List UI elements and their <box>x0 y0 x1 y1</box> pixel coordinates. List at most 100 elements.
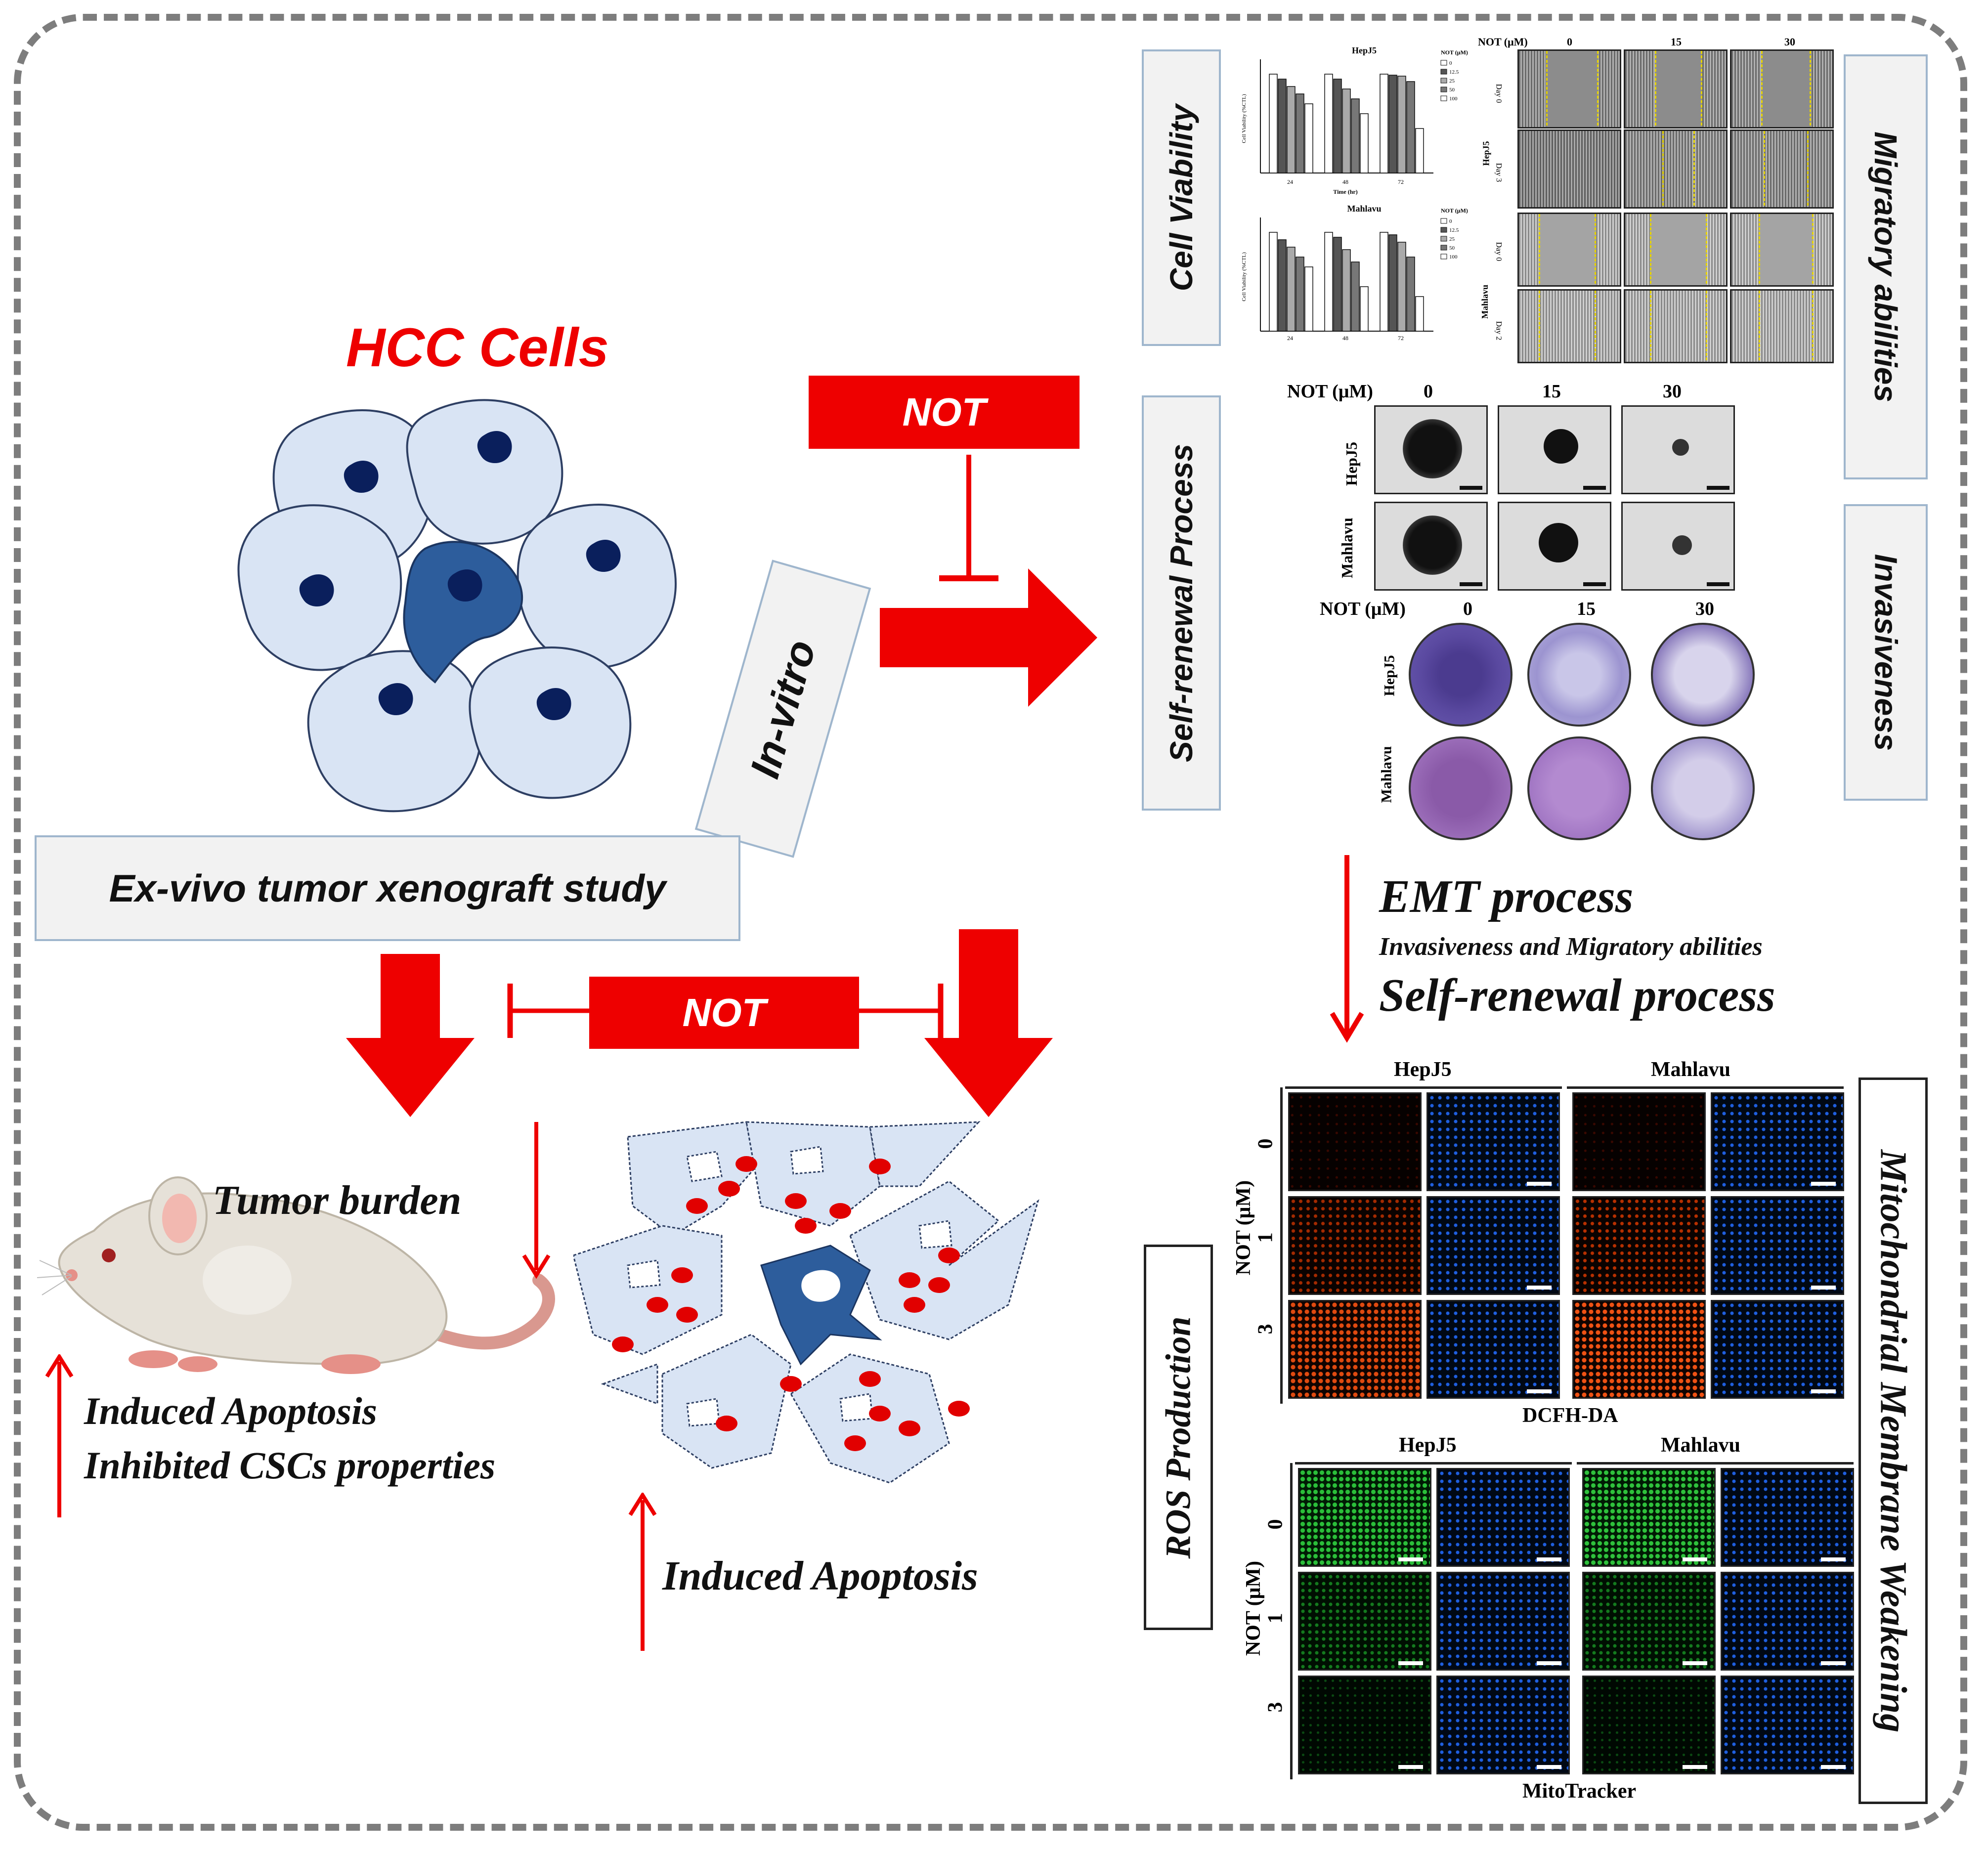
ros-axis-label: NOT (μM) <box>1232 1180 1255 1276</box>
ros-row-3: 3 <box>1254 1324 1277 1335</box>
migration-header: NOT (μM) <box>1478 36 1528 48</box>
mouse-outcome-line1: Induced Apoptosis <box>84 1389 378 1432</box>
self-renewal-box: Self-renewal Process <box>1142 395 1221 811</box>
mito-col-hepj5: HepJ5 <box>1399 1434 1457 1457</box>
ros-vline <box>1280 1087 1283 1404</box>
tumor-burden-down-arrow <box>522 1122 551 1279</box>
inhibition-line-right <box>859 984 944 1038</box>
invasion-grid <box>1409 623 1765 840</box>
viability-chart2-tick-24: 24 <box>1287 335 1293 342</box>
viability-chart2-legend-3: 50 <box>1449 245 1455 251</box>
migration-col-15: 15 <box>1671 36 1682 48</box>
ros-stain-label: DCFH-DA <box>1522 1404 1618 1427</box>
mouse-outcome-line2: Inhibited CSCs properties <box>84 1444 496 1487</box>
spheroid-col-15: 15 <box>1542 381 1561 402</box>
self-renewal-label: Self-renewal Process <box>1164 444 1199 762</box>
dashed-frame <box>14 14 1967 1831</box>
mito-header-line-right <box>1577 1462 1854 1464</box>
viability-chart1-legend-2: 25 <box>1449 78 1455 84</box>
migration-day-0a: Day 0 <box>1494 84 1503 103</box>
spheroid-grid <box>1374 405 1740 593</box>
ros-production-label: ROS Production <box>1158 1316 1198 1559</box>
emt-line2: Self-renewal process <box>1379 970 1775 1021</box>
viability-chart2-legend-1: 12.5 <box>1449 227 1459 233</box>
viability-chart2-tick-48: 48 <box>1342 335 1348 342</box>
viability-charts: HepJ5 24 48 72 Time (hr) Cell Viability … <box>1241 45 1468 342</box>
ros-production-box: ROS Production <box>1144 1245 1213 1630</box>
invasion-col-15: 15 <box>1577 599 1596 619</box>
invasiveness-box: Invasiveness <box>1844 504 1928 801</box>
migration-grid <box>1517 49 1839 366</box>
spheroid-row-hepj5: HepJ5 <box>1342 442 1360 486</box>
exvivo-box: Ex-vivo tumor xenograft study <box>35 835 740 941</box>
viability-chart2-tick-72: 72 <box>1398 335 1404 342</box>
hcc-cells-title: HCC Cells <box>346 317 609 378</box>
spheroid-row-mahlavu: Mahlavu <box>1338 517 1356 578</box>
migration-col-30: 30 <box>1784 36 1795 48</box>
invasion-col-30: 30 <box>1695 599 1714 619</box>
down-arrow-left <box>346 954 475 1117</box>
ros-grid <box>1288 1092 1844 1399</box>
viability-chart1-tick-48: 48 <box>1342 178 1348 185</box>
mito-weakening-box: Mitochondrial Membrane Weakening <box>1858 1077 1928 1804</box>
migratory-label: Migratory abilities <box>1868 131 1903 402</box>
migration-day-3: Day 3 <box>1494 163 1503 182</box>
apoptosis-outcome: Induced Apoptosis <box>662 1553 978 1599</box>
in-vitro-label: In-vitro <box>741 635 824 783</box>
invasion-col-0: 0 <box>1463 599 1472 619</box>
big-right-arrow <box>880 568 1097 707</box>
mito-row-1: 1 <box>1264 1613 1287 1624</box>
migration-col-0: 0 <box>1567 36 1572 48</box>
not-box-middle: NOT <box>589 977 859 1049</box>
ros-col-mahlavu: Mahlavu <box>1651 1058 1731 1081</box>
migration-row-mahlavu: Mahlavu <box>1480 284 1490 319</box>
viability-chart2-legend-0: 0 <box>1449 218 1452 224</box>
viability-chart1-tick-72: 72 <box>1398 178 1404 185</box>
viability-chart1-legend-3: 50 <box>1449 87 1455 93</box>
viability-chart2-title: Mahlavu <box>1347 204 1381 214</box>
emt-title: EMT process <box>1379 871 1634 922</box>
viability-chart1-legend-0: 0 <box>1449 60 1452 66</box>
cell-viability-box: Cell Viability <box>1142 49 1221 346</box>
viability-chart2-legend-2: 25 <box>1449 236 1455 242</box>
spheroid-header: NOT (μM) <box>1287 381 1373 402</box>
ros-header-line-left <box>1285 1086 1562 1089</box>
viability-chart1-xlabel: Time (hr) <box>1333 188 1357 195</box>
apoptotic-cell-cluster <box>573 1121 1039 1484</box>
migratory-box: Migratory abilities <box>1844 54 1928 479</box>
mito-grid <box>1298 1468 1854 1774</box>
hcc-cell-cluster <box>237 399 677 813</box>
exvivo-label: Ex-vivo tumor xenograft study <box>109 866 666 910</box>
viability-chart1-tick-24: 24 <box>1287 178 1293 185</box>
inhibition-arrow-top <box>939 455 998 581</box>
migration-row-hepj5: HepJ5 <box>1481 141 1491 166</box>
invasion-header: NOT (μM) <box>1320 599 1406 619</box>
emt-subtitle: Invasiveness and Migratory abilities <box>1379 933 1763 961</box>
mito-vline <box>1290 1463 1293 1779</box>
cell-viability-label: Cell Viability <box>1164 104 1199 292</box>
viability-chart1-title: HepJ5 <box>1352 45 1377 55</box>
ros-row-1: 1 <box>1254 1232 1277 1243</box>
ros-col-hepj5: HepJ5 <box>1394 1058 1452 1081</box>
invasion-row-hepj5: HepJ5 <box>1381 655 1398 696</box>
mito-col-mahlavu: Mahlavu <box>1661 1434 1741 1457</box>
mouse-illustration <box>37 1176 555 1374</box>
apoptosis-up-arrow-right <box>628 1493 657 1651</box>
invasion-row-mahlavu: Mahlavu <box>1378 746 1395 803</box>
ros-header-line-right <box>1567 1086 1844 1089</box>
tumor-burden-label: Tumor burden <box>213 1177 462 1223</box>
mito-stain-label: MitoTracker <box>1522 1780 1637 1803</box>
apoptosis-up-arrow-left <box>45 1354 74 1517</box>
viability-chart2-legend-title: NOT (μM) <box>1441 207 1468 214</box>
mito-axis-label: NOT (μM) <box>1242 1560 1265 1656</box>
spheroid-col-30: 30 <box>1663 381 1682 402</box>
viability-chart1-legend-1: 12.5 <box>1449 69 1459 75</box>
mito-header-line-left <box>1295 1462 1572 1464</box>
migration-day-2: Day 2 <box>1494 321 1503 341</box>
ros-row-0: 0 <box>1254 1138 1277 1149</box>
emt-down-arrow <box>1330 855 1364 1043</box>
mito-row-0: 0 <box>1264 1519 1287 1530</box>
viability-chart1-legend-4: 100 <box>1449 96 1458 102</box>
down-arrow-right <box>924 929 1053 1117</box>
viability-chart2-legend-4: 100 <box>1449 254 1458 260</box>
